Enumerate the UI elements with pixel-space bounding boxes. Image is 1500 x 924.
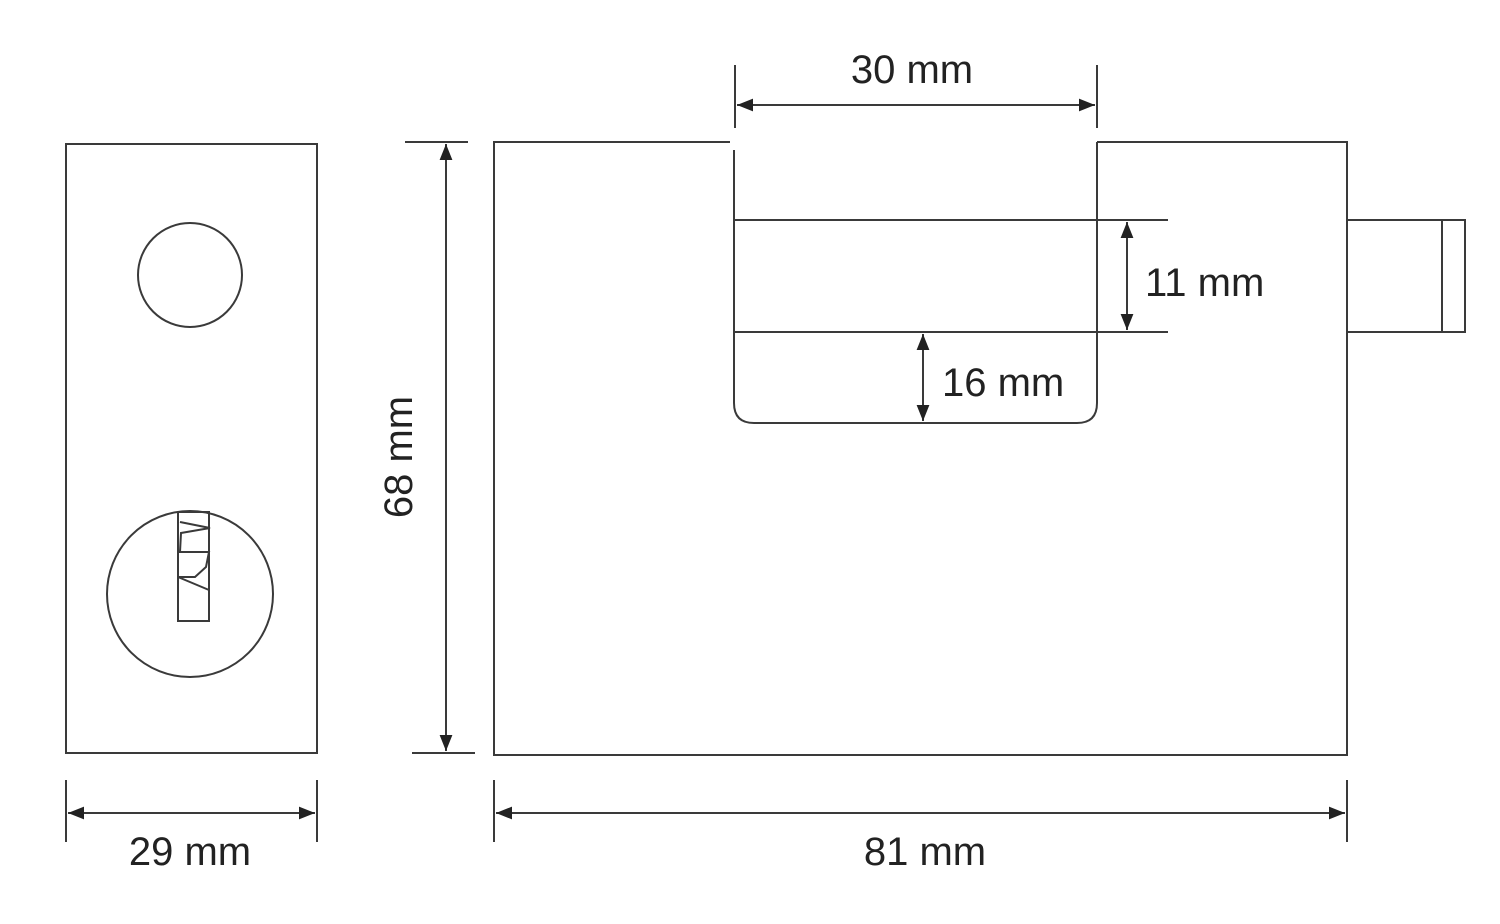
shackle-thickness-label: 11 mm <box>1145 261 1264 305</box>
front-body-outline <box>493 141 1348 756</box>
height-label: 68 mm <box>377 396 421 518</box>
dimension-shackle-thickness: 11 mm <box>1097 219 1264 333</box>
dimension-front-width: 81 mm <box>493 780 1348 874</box>
dimension-shackle-opening: 30 mm <box>734 48 1098 128</box>
dimension-height: 68 mm <box>377 141 475 754</box>
side-body-outline <box>65 143 318 754</box>
keyhole-cylinder-icon <box>106 510 274 678</box>
side-view: 29 mm <box>65 143 318 874</box>
dimension-side-width: 29 mm <box>65 780 318 874</box>
shackle-clearance-label: 16 mm <box>942 361 1064 405</box>
front-width-label: 81 mm <box>864 830 986 874</box>
dimension-shackle-clearance: 16 mm <box>916 334 1064 421</box>
locking-bolt <box>1346 219 1466 333</box>
shackle-outline <box>733 142 1098 424</box>
front-view: 30 mm 11 mm 16 mm 81 mm <box>493 48 1466 874</box>
side-width-label: 29 mm <box>129 830 251 874</box>
shackle-opening-label: 30 mm <box>851 48 973 92</box>
shackle-hole <box>137 222 243 328</box>
